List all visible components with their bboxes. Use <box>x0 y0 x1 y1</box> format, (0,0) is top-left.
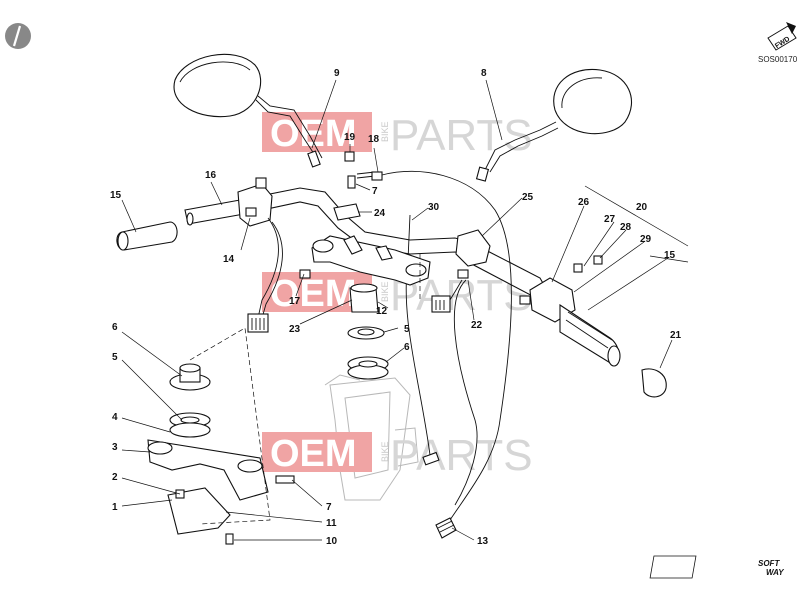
callout-7-lower: 7 <box>326 502 332 513</box>
svg-text:BIKE: BIKE <box>380 281 390 302</box>
right-mirror <box>475 68 633 182</box>
callout-22: 22 <box>471 320 483 331</box>
svg-text:PARTS: PARTS <box>390 431 533 480</box>
svg-text:OEM: OEM <box>270 433 357 475</box>
callout-15: 15 <box>110 190 122 201</box>
upper-triple-clamp <box>311 235 431 286</box>
callout-30: 30 <box>428 202 440 213</box>
watermark-top: OEM BIKE PARTS <box>262 111 533 160</box>
callout-26: 26 <box>578 197 590 208</box>
callout-4: 4 <box>112 412 118 423</box>
callout-16: 16 <box>205 170 217 181</box>
callout-29: 29 <box>640 234 652 245</box>
callout-28: 28 <box>620 222 632 233</box>
callout-6-left: 6 <box>112 322 118 333</box>
throttle-grip-assembly <box>519 185 689 398</box>
svg-text:OEM: OEM <box>270 113 357 155</box>
callout-labels: 9 8 19 18 7 16 15 24 30 25 26 20 27 28 2… <box>110 68 682 547</box>
callout-10: 10 <box>326 536 338 547</box>
handlebar-clamp <box>333 151 383 221</box>
callout-17: 17 <box>289 296 301 307</box>
guide-lines <box>189 254 421 525</box>
callout-11: 11 <box>326 518 337 529</box>
callout-13: 13 <box>477 536 489 547</box>
svg-text:PARTS: PARTS <box>390 111 533 160</box>
callout-1: 1 <box>112 502 118 513</box>
left-grip <box>116 212 194 251</box>
svg-text:BIKE: BIKE <box>380 121 390 142</box>
leader-lines <box>121 79 673 541</box>
catalog-icon <box>5 23 31 49</box>
callout-24: 24 <box>374 208 386 219</box>
brand-line1: SOFT <box>758 559 780 568</box>
callout-6: 6 <box>404 342 410 353</box>
throttle-cables <box>381 170 512 539</box>
svg-text:OEM: OEM <box>270 273 357 315</box>
callout-3: 3 <box>112 442 118 453</box>
callout-9: 9 <box>334 68 340 79</box>
callout-27: 27 <box>604 214 616 225</box>
callout-23: 23 <box>289 324 301 335</box>
watermark-bottom: OEM BIKE PARTS <box>262 431 533 480</box>
callout-12: 12 <box>376 306 388 317</box>
callout-8: 8 <box>481 68 487 79</box>
callout-25: 25 <box>522 192 534 203</box>
fwd-direction-icon: FWD <box>767 22 797 51</box>
callout-19: 19 <box>344 132 356 143</box>
callout-15-right: 15 <box>664 250 676 261</box>
brand-line2: WAY <box>766 568 784 577</box>
callout-5-left: 5 <box>112 352 118 363</box>
drawing-code: SOS00170 <box>758 55 798 64</box>
callout-21: 21 <box>670 330 682 341</box>
callout-7: 7 <box>372 186 378 197</box>
callout-5: 5 <box>404 324 410 335</box>
softway-logo: SOFT WAY <box>649 555 784 579</box>
callout-18: 18 <box>368 134 380 145</box>
steering-head-parts <box>299 269 389 380</box>
callout-2: 2 <box>112 472 118 483</box>
left-switch-assembly <box>237 177 283 333</box>
callout-20: 20 <box>636 202 648 213</box>
right-switch-assembly <box>431 229 491 313</box>
svg-text:BIKE: BIKE <box>380 441 390 462</box>
callout-14: 14 <box>223 254 235 265</box>
